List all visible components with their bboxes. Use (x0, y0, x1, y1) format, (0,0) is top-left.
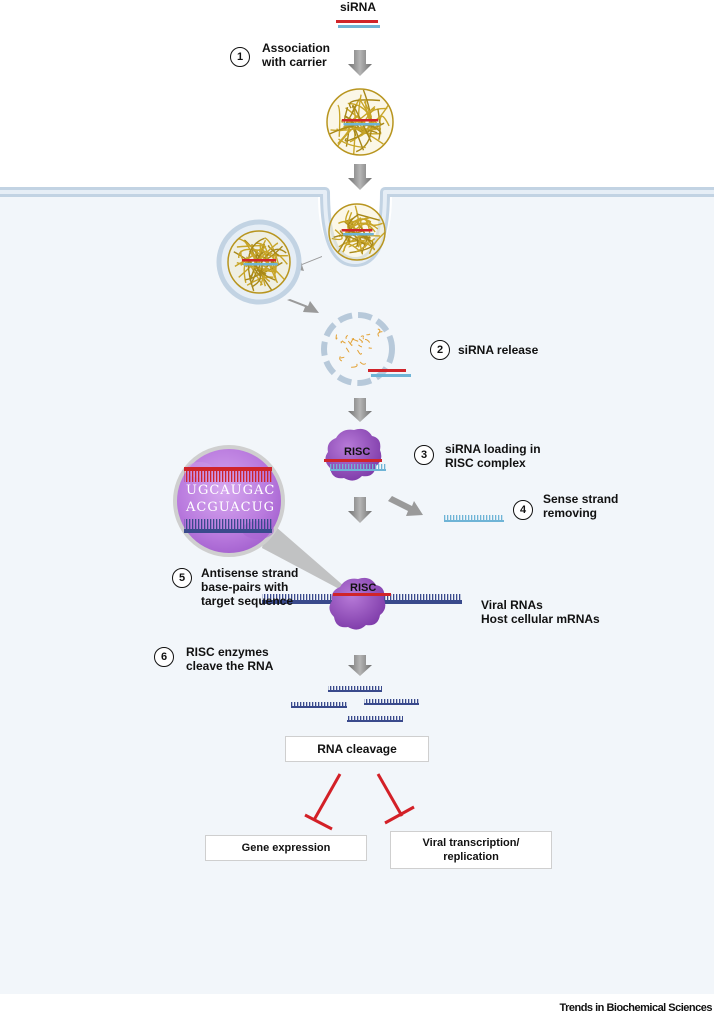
step-5-badge: 5 (172, 568, 192, 588)
sirna-title: siRNA (340, 0, 377, 14)
risc-complex-loading (324, 428, 386, 481)
step-2-label: siRNA release (458, 343, 539, 357)
zoom-sequence-top: UGCAUGAC (186, 483, 276, 498)
step-6-label: RISC enzymes cleave the RNA (186, 645, 274, 673)
step-4-label: Sense strand removing (543, 492, 619, 520)
carrier-particle-3 (227, 230, 291, 294)
step-1-label: Association with carrier (262, 41, 331, 69)
step-6-badge: 6 (154, 647, 174, 667)
released-carrier-strands (335, 328, 383, 368)
risc-complex-target (262, 577, 462, 630)
journal-footer: Trends in Biochemical Sciences (559, 1002, 712, 1014)
rna-cleavage-box: RNA cleavage (285, 736, 429, 762)
step-3-badge: 3 (414, 445, 434, 465)
zoom-connector (262, 520, 360, 600)
risc-label-target: RISC (350, 582, 377, 594)
zoom-bubble (173, 445, 285, 557)
step-5-label: Antisense strand base-pairs with target … (201, 566, 299, 608)
flow-arrow (348, 50, 372, 676)
released-sirna (368, 369, 411, 377)
carrier-particle-1 (326, 88, 394, 156)
sirna-duplex-top (336, 20, 380, 28)
step-2-badge: 2 (430, 340, 450, 360)
step-1-badge: 1 (230, 47, 250, 67)
risc-label-loading: RISC (344, 446, 371, 458)
step-3-label: siRNA loading in RISC complex (445, 442, 541, 470)
ruptured-endosome (321, 312, 395, 386)
carrier-particle-2 (328, 203, 386, 261)
cleaved-rna-fragments (291, 686, 419, 722)
zoom-sequence-bottom: ACGUACUG (186, 500, 275, 515)
outcome-gene-expression: Gene expression (205, 835, 367, 861)
outcome-viral-replication: Viral transcription/ replication (390, 831, 552, 869)
target-rna-label: Viral RNAs Host cellular mRNAs (481, 598, 600, 626)
inhibition-symbol (304, 773, 415, 831)
step-4-badge: 4 (513, 500, 533, 520)
removed-sense-strand (444, 515, 504, 522)
